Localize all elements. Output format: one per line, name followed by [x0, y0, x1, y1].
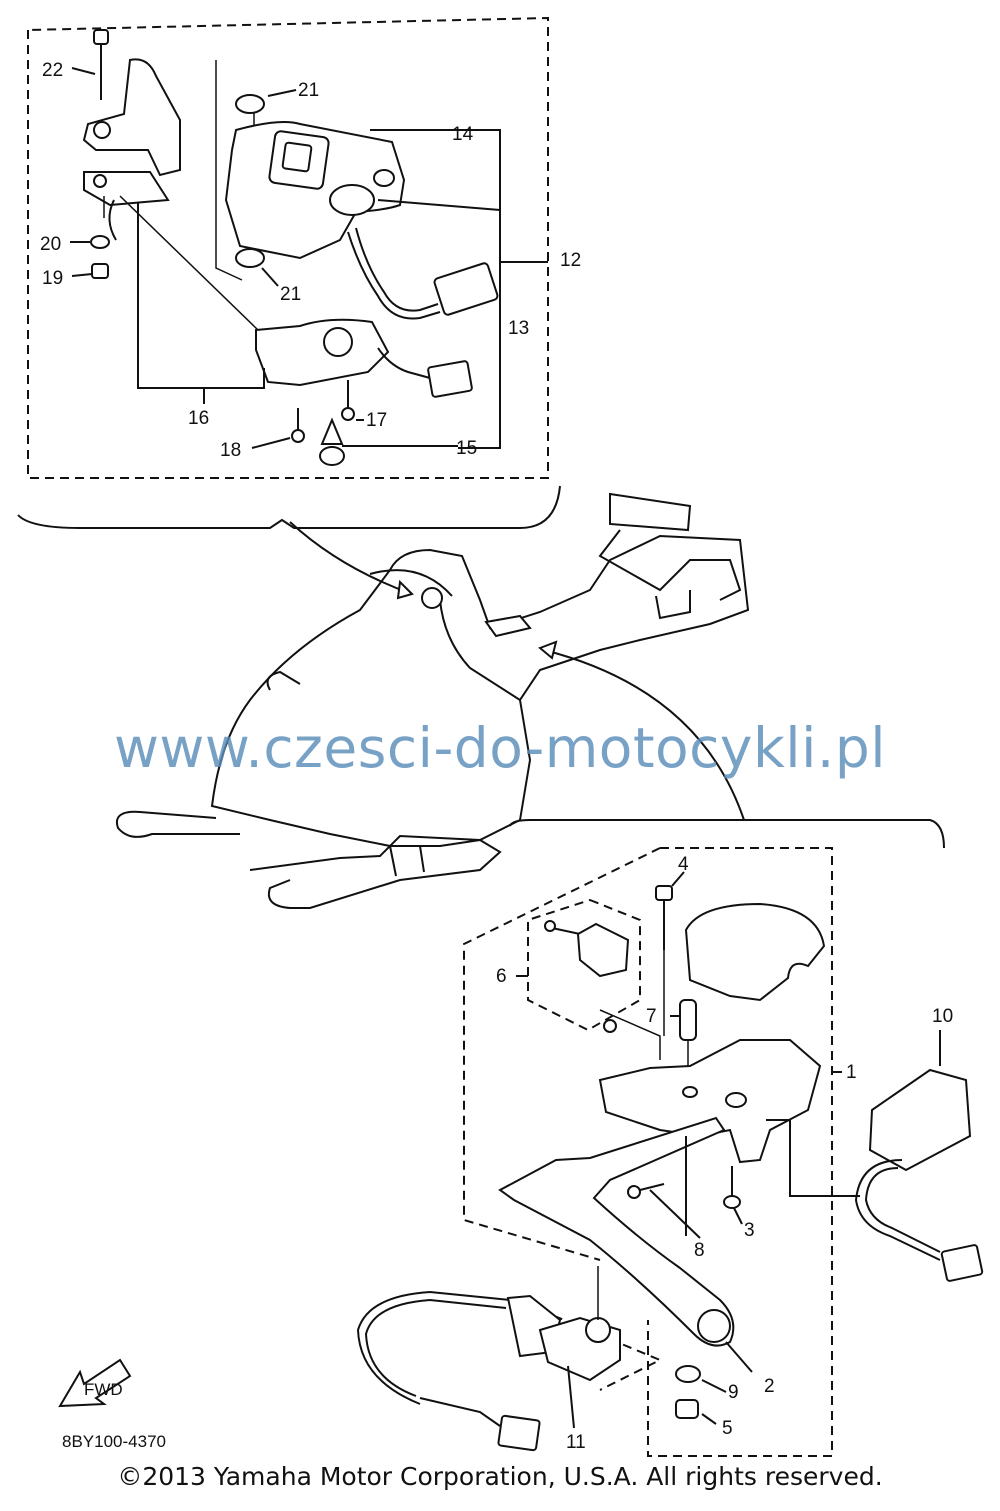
callout-21-top: 21: [298, 80, 319, 101]
throttle-housing-14: [224, 121, 406, 260]
washer-20: [90, 235, 110, 249]
brake-switch-11: [356, 1266, 621, 1452]
screw-18: [291, 408, 305, 443]
callout-5: 5: [722, 1418, 733, 1439]
snowmobile-outline: [116, 492, 750, 909]
callout-14: 14: [452, 124, 474, 145]
copyright-notice: ©2013 Yamaha Motor Corporation, U.S.A. A…: [117, 1462, 883, 1491]
screw-8: [627, 1183, 665, 1199]
callout-8: 8: [694, 1240, 705, 1261]
callout-18: 18: [220, 440, 241, 461]
callout-15: 15: [456, 438, 477, 459]
callout-7: 7: [646, 1006, 657, 1027]
callout-17: 17: [366, 410, 387, 431]
switch-body-16: [255, 318, 473, 398]
callout-12: 12: [560, 250, 581, 271]
bottom-inset: [463, 819, 945, 1457]
callout-16: 16: [188, 408, 209, 429]
diagram-code: 8BY100-4370: [62, 1432, 166, 1451]
callout-1: 1: [846, 1062, 857, 1083]
callout-13: 13: [508, 318, 529, 339]
callout-4: 4: [678, 854, 689, 875]
pointer-arrow-bottom: [543, 649, 745, 821]
grommet-21-bottom: [235, 248, 265, 268]
fwd-arrow-icon: FWD: [58, 1358, 132, 1408]
callout-11: 11: [566, 1432, 586, 1453]
watermark: www.czesci-do-motocykli.pl: [113, 716, 887, 780]
top-inset: [17, 16, 561, 529]
switch-lead-13: [347, 227, 499, 320]
callout-21-bottom: 21: [280, 284, 301, 305]
callout-19: 19: [42, 268, 63, 289]
switch-unit-10: [854, 1068, 984, 1282]
screw-17: [341, 380, 355, 421]
callout-10: 10: [932, 1006, 953, 1027]
bolt-4: [655, 885, 673, 1036]
bracket: [82, 58, 181, 241]
washer-9: [675, 1365, 701, 1383]
callout-3: 3: [744, 1220, 755, 1241]
callout-2: 2: [764, 1376, 775, 1397]
arrowhead-top: [396, 579, 414, 600]
nut-5: [675, 1399, 699, 1419]
callout-9: 9: [728, 1382, 739, 1403]
arrowhead-bottom: [538, 640, 558, 660]
callout-6: 6: [496, 966, 507, 987]
screw-15: [319, 417, 345, 466]
pointer-arrow-top: [289, 521, 413, 595]
callout-20: 20: [40, 234, 61, 255]
fwd-label: FWD: [84, 1380, 123, 1399]
bolt-22: [93, 29, 109, 100]
callout-22: 22: [42, 60, 63, 81]
clamp-6: [544, 920, 630, 1033]
bolt-3: [723, 1166, 741, 1209]
nut-19: [91, 263, 109, 279]
brake-lever-2: [498, 1116, 735, 1347]
lever-cover: [684, 902, 826, 1002]
